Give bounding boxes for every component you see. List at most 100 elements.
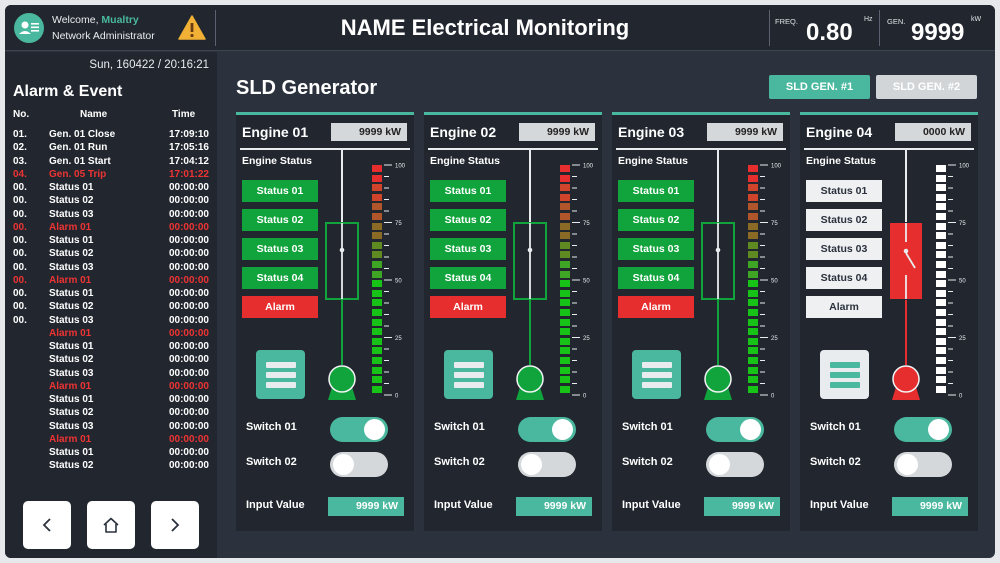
user-avatar[interactable] [14, 13, 44, 43]
alarm-button[interactable]: Alarm [806, 296, 882, 318]
gauge-segment [372, 289, 382, 297]
forward-button[interactable] [151, 501, 199, 549]
status-button[interactable]: Status 01 [430, 180, 506, 202]
engine-menu-button[interactable] [632, 350, 681, 399]
status-button[interactable]: Status 02 [806, 209, 882, 231]
alarm-row-time: 00:00:00 [168, 394, 209, 405]
generator-icon[interactable] [704, 365, 732, 400]
gauge-segment [560, 222, 570, 230]
status-button[interactable]: Status 03 [806, 238, 882, 260]
status-button[interactable]: Status 04 [618, 267, 694, 289]
switch-toggle[interactable] [706, 417, 764, 442]
switch-toggle[interactable] [706, 452, 764, 477]
status-button[interactable]: Status 01 [618, 180, 694, 202]
alarm-button[interactable]: Alarm [430, 296, 506, 318]
gauge-segment [748, 270, 758, 278]
breaker-closed-icon[interactable] [513, 222, 547, 300]
gauge-segment [560, 232, 570, 240]
status-button[interactable]: Status 01 [242, 180, 318, 202]
status-button[interactable]: Status 02 [430, 209, 506, 231]
page-title: NAME Electrical Monitoring [340, 15, 630, 40]
status-button[interactable]: Status 03 [242, 238, 318, 260]
alarm-row-name: Status 01 [49, 447, 94, 458]
input-value-field[interactable]: 9999 kW [704, 497, 780, 516]
back-button[interactable] [23, 501, 71, 549]
freq-value: 0.80 [806, 19, 853, 46]
alarm-row-name: Gen. 05 Trip [49, 168, 107, 180]
switch-toggle[interactable] [894, 417, 952, 442]
gauge-segment [936, 193, 946, 201]
status-button[interactable]: Status 03 [430, 238, 506, 260]
alarm-row-name: Status 03 [49, 208, 94, 220]
breaker-diagram [890, 150, 922, 400]
col-header-no: No. [13, 109, 30, 120]
status-button[interactable]: Status 02 [618, 209, 694, 231]
generator-icon[interactable] [516, 365, 544, 400]
tab-sld-gen-1[interactable]: SLD GEN. #1 [769, 75, 870, 99]
engine-menu-button[interactable] [820, 350, 869, 399]
alarm-row-name: Status 01 [49, 235, 94, 246]
input-value-field[interactable]: 9999 kW [328, 497, 404, 516]
status-button[interactable]: Status 03 [618, 238, 694, 260]
warning-icon[interactable] [178, 15, 206, 41]
status-button[interactable]: Status 04 [806, 267, 882, 289]
switch-toggle[interactable] [330, 417, 388, 442]
engine-menu-button[interactable] [256, 350, 305, 399]
generator-icon[interactable] [892, 365, 920, 400]
tab-sld-gen-2[interactable]: SLD GEN. #2 [876, 75, 977, 99]
status-button[interactable]: Status 01 [806, 180, 882, 202]
switch-toggle[interactable] [518, 417, 576, 442]
gauge-segment [936, 347, 946, 355]
switch-label: Switch 01 [246, 421, 297, 433]
engine-menu-button[interactable] [444, 350, 493, 399]
alarm-button[interactable]: Alarm [242, 296, 318, 318]
status-button[interactable]: Status 04 [430, 267, 506, 289]
scale-label: 50 [395, 279, 402, 285]
input-value-field[interactable]: 9999 kW [892, 497, 968, 516]
status-button[interactable]: Status 04 [242, 267, 318, 289]
gauge-segment [372, 203, 382, 211]
bus-bar [428, 148, 598, 150]
gauge-segment [748, 337, 758, 345]
home-button[interactable] [87, 501, 135, 549]
switch-toggle[interactable] [894, 452, 952, 477]
alarm-row-no: 00. [13, 221, 27, 233]
generator-icon[interactable] [328, 365, 356, 400]
breaker-closed-icon[interactable] [701, 222, 735, 300]
input-value-field[interactable]: 9999 kW [516, 497, 592, 516]
breaker-closed-icon[interactable] [325, 222, 359, 300]
status-button[interactable]: Status 02 [242, 209, 318, 231]
breaker-open-icon[interactable] [890, 223, 922, 299]
switch-toggle[interactable] [330, 452, 388, 477]
switch-toggle[interactable] [518, 452, 576, 477]
alarm-button[interactable]: Alarm [618, 296, 694, 318]
